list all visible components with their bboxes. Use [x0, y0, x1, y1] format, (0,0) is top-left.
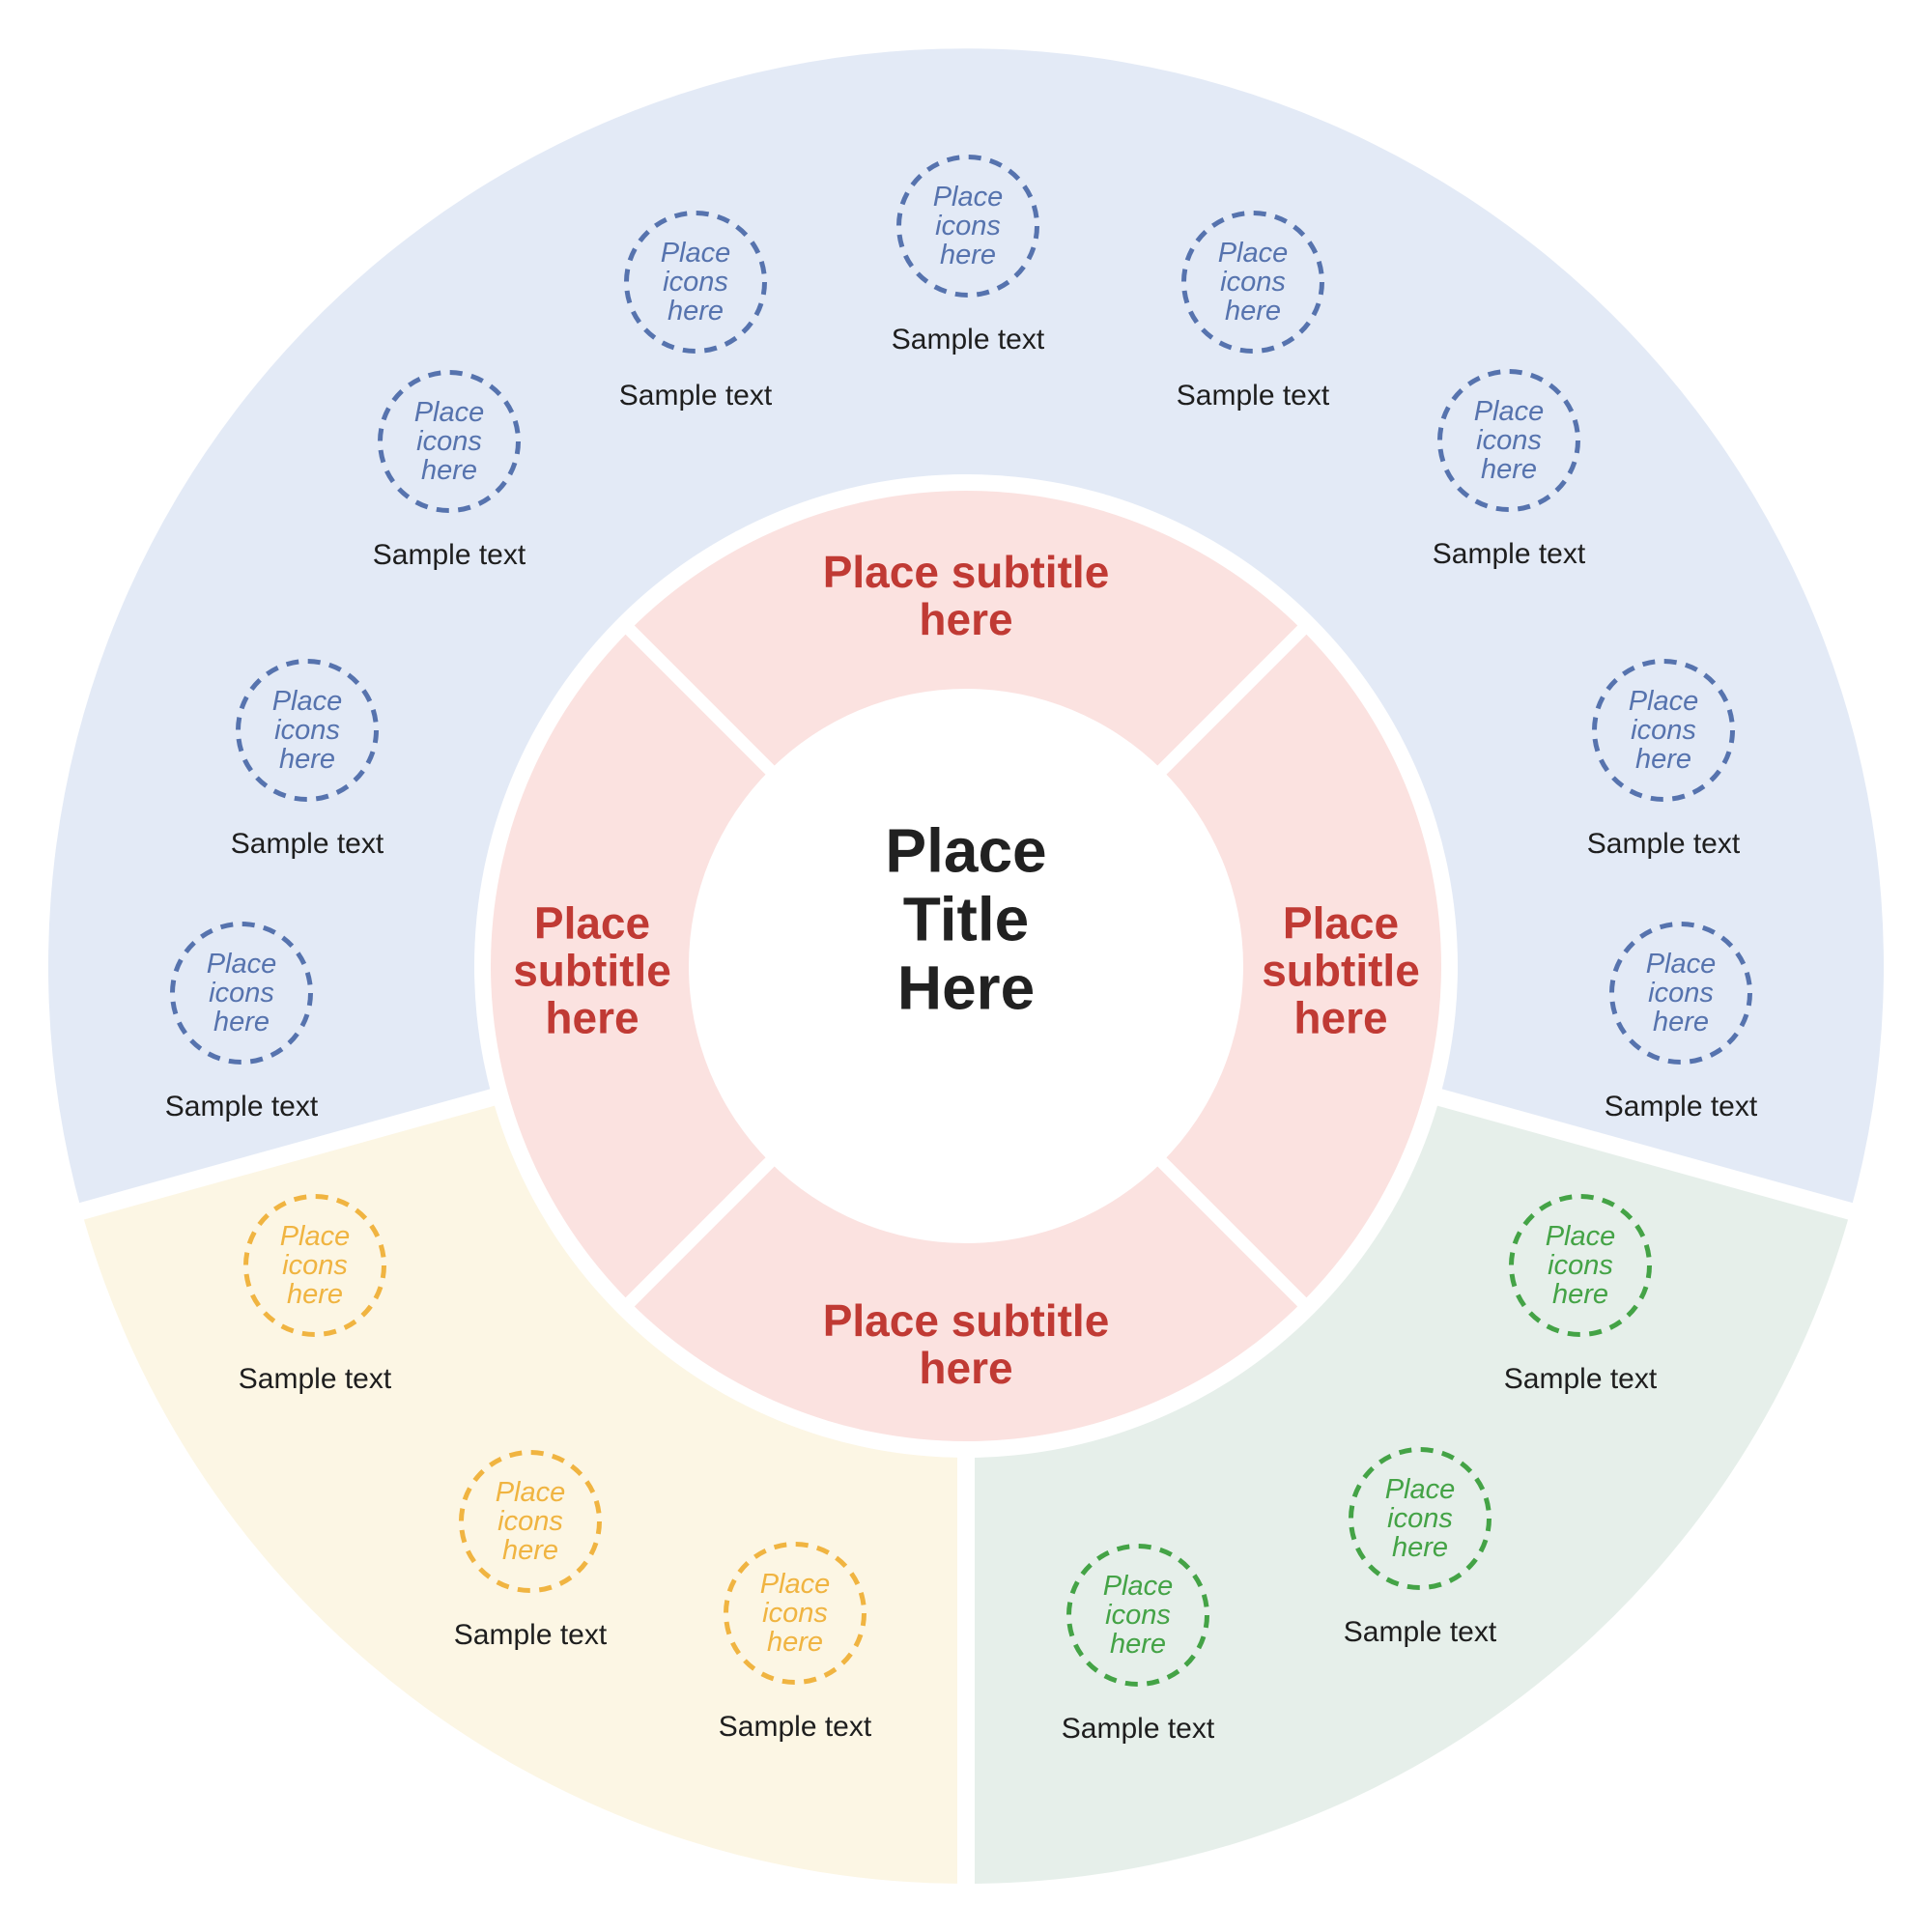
- ring-subtitle-bottom: Place subtitle here: [822, 1295, 1110, 1393]
- sample-text-label: Sample text: [618, 380, 773, 412]
- sample-text-label: Sample text: [1604, 1091, 1758, 1122]
- icon-placeholder-label: Place icons here: [660, 238, 731, 327]
- icon-placeholder-label: Place icons here: [279, 1221, 351, 1310]
- center-circle: [689, 689, 1243, 1243]
- icon-placeholder-label: Place icons here: [1384, 1474, 1456, 1563]
- sample-text-label: Sample text: [238, 1363, 392, 1395]
- sample-text-label: Sample text: [718, 1711, 872, 1743]
- ring-subtitle-top: Place subtitle here: [822, 547, 1110, 644]
- page-title: Place Title Here: [885, 815, 1047, 1023]
- icon-placeholder-label: Place icons here: [759, 1569, 831, 1658]
- icon-placeholder-circle: [896, 155, 1039, 298]
- icon-placeholder-label: Place icons here: [206, 949, 277, 1037]
- sample-text-label: Sample text: [1061, 1713, 1215, 1745]
- icon-placeholder-label: Place icons here: [932, 182, 1004, 270]
- icon-placeholder-circle: [1609, 922, 1752, 1065]
- icon-placeholder-circle: [459, 1450, 602, 1593]
- icon-placeholder-circle: [1349, 1447, 1492, 1590]
- sample-text-label: Sample text: [230, 828, 384, 860]
- sample-text-label: Sample text: [372, 539, 526, 571]
- icon-placeholder-circle: [724, 1542, 867, 1685]
- sample-text-label: Sample text: [164, 1091, 319, 1122]
- icon-placeholder-circle: [624, 211, 767, 354]
- icon-placeholder-circle: [1437, 369, 1580, 512]
- ring-subtitle-left: Place subtitle here: [513, 897, 671, 1043]
- sample-text-label: Sample text: [453, 1619, 608, 1651]
- icon-placeholder-label: Place icons here: [413, 397, 485, 486]
- icon-placeholder-label: Place icons here: [271, 686, 343, 775]
- sample-text-label: Sample text: [1503, 1363, 1658, 1395]
- icon-placeholder-label: Place icons here: [1217, 238, 1289, 327]
- icon-placeholder-label: Place icons here: [1473, 396, 1545, 485]
- icon-placeholder-circle: [170, 922, 313, 1065]
- sample-text-label: Sample text: [1586, 828, 1741, 860]
- icon-placeholder-label: Place icons here: [1628, 686, 1699, 775]
- icon-placeholder-circle: [1181, 211, 1324, 354]
- icon-placeholder-circle: [1592, 659, 1735, 802]
- sample-text-label: Sample text: [1343, 1616, 1497, 1648]
- icon-placeholder-circle: [1066, 1544, 1209, 1687]
- icon-placeholder-label: Place icons here: [1545, 1221, 1616, 1310]
- icon-placeholder-circle: [243, 1194, 386, 1337]
- icon-placeholder-label: Place icons here: [495, 1477, 566, 1566]
- icon-placeholder-label: Place icons here: [1102, 1571, 1174, 1660]
- icon-placeholder-label: Place icons here: [1645, 949, 1717, 1037]
- sample-text-label: Sample text: [1432, 538, 1586, 570]
- sample-text-label: Sample text: [1176, 380, 1330, 412]
- icon-placeholder-circle: [378, 370, 521, 513]
- icon-placeholder-circle: [1509, 1194, 1652, 1337]
- sample-text-label: Sample text: [891, 324, 1045, 355]
- icon-placeholder-circle: [236, 659, 379, 802]
- ring-subtitle-right: Place subtitle here: [1262, 897, 1420, 1043]
